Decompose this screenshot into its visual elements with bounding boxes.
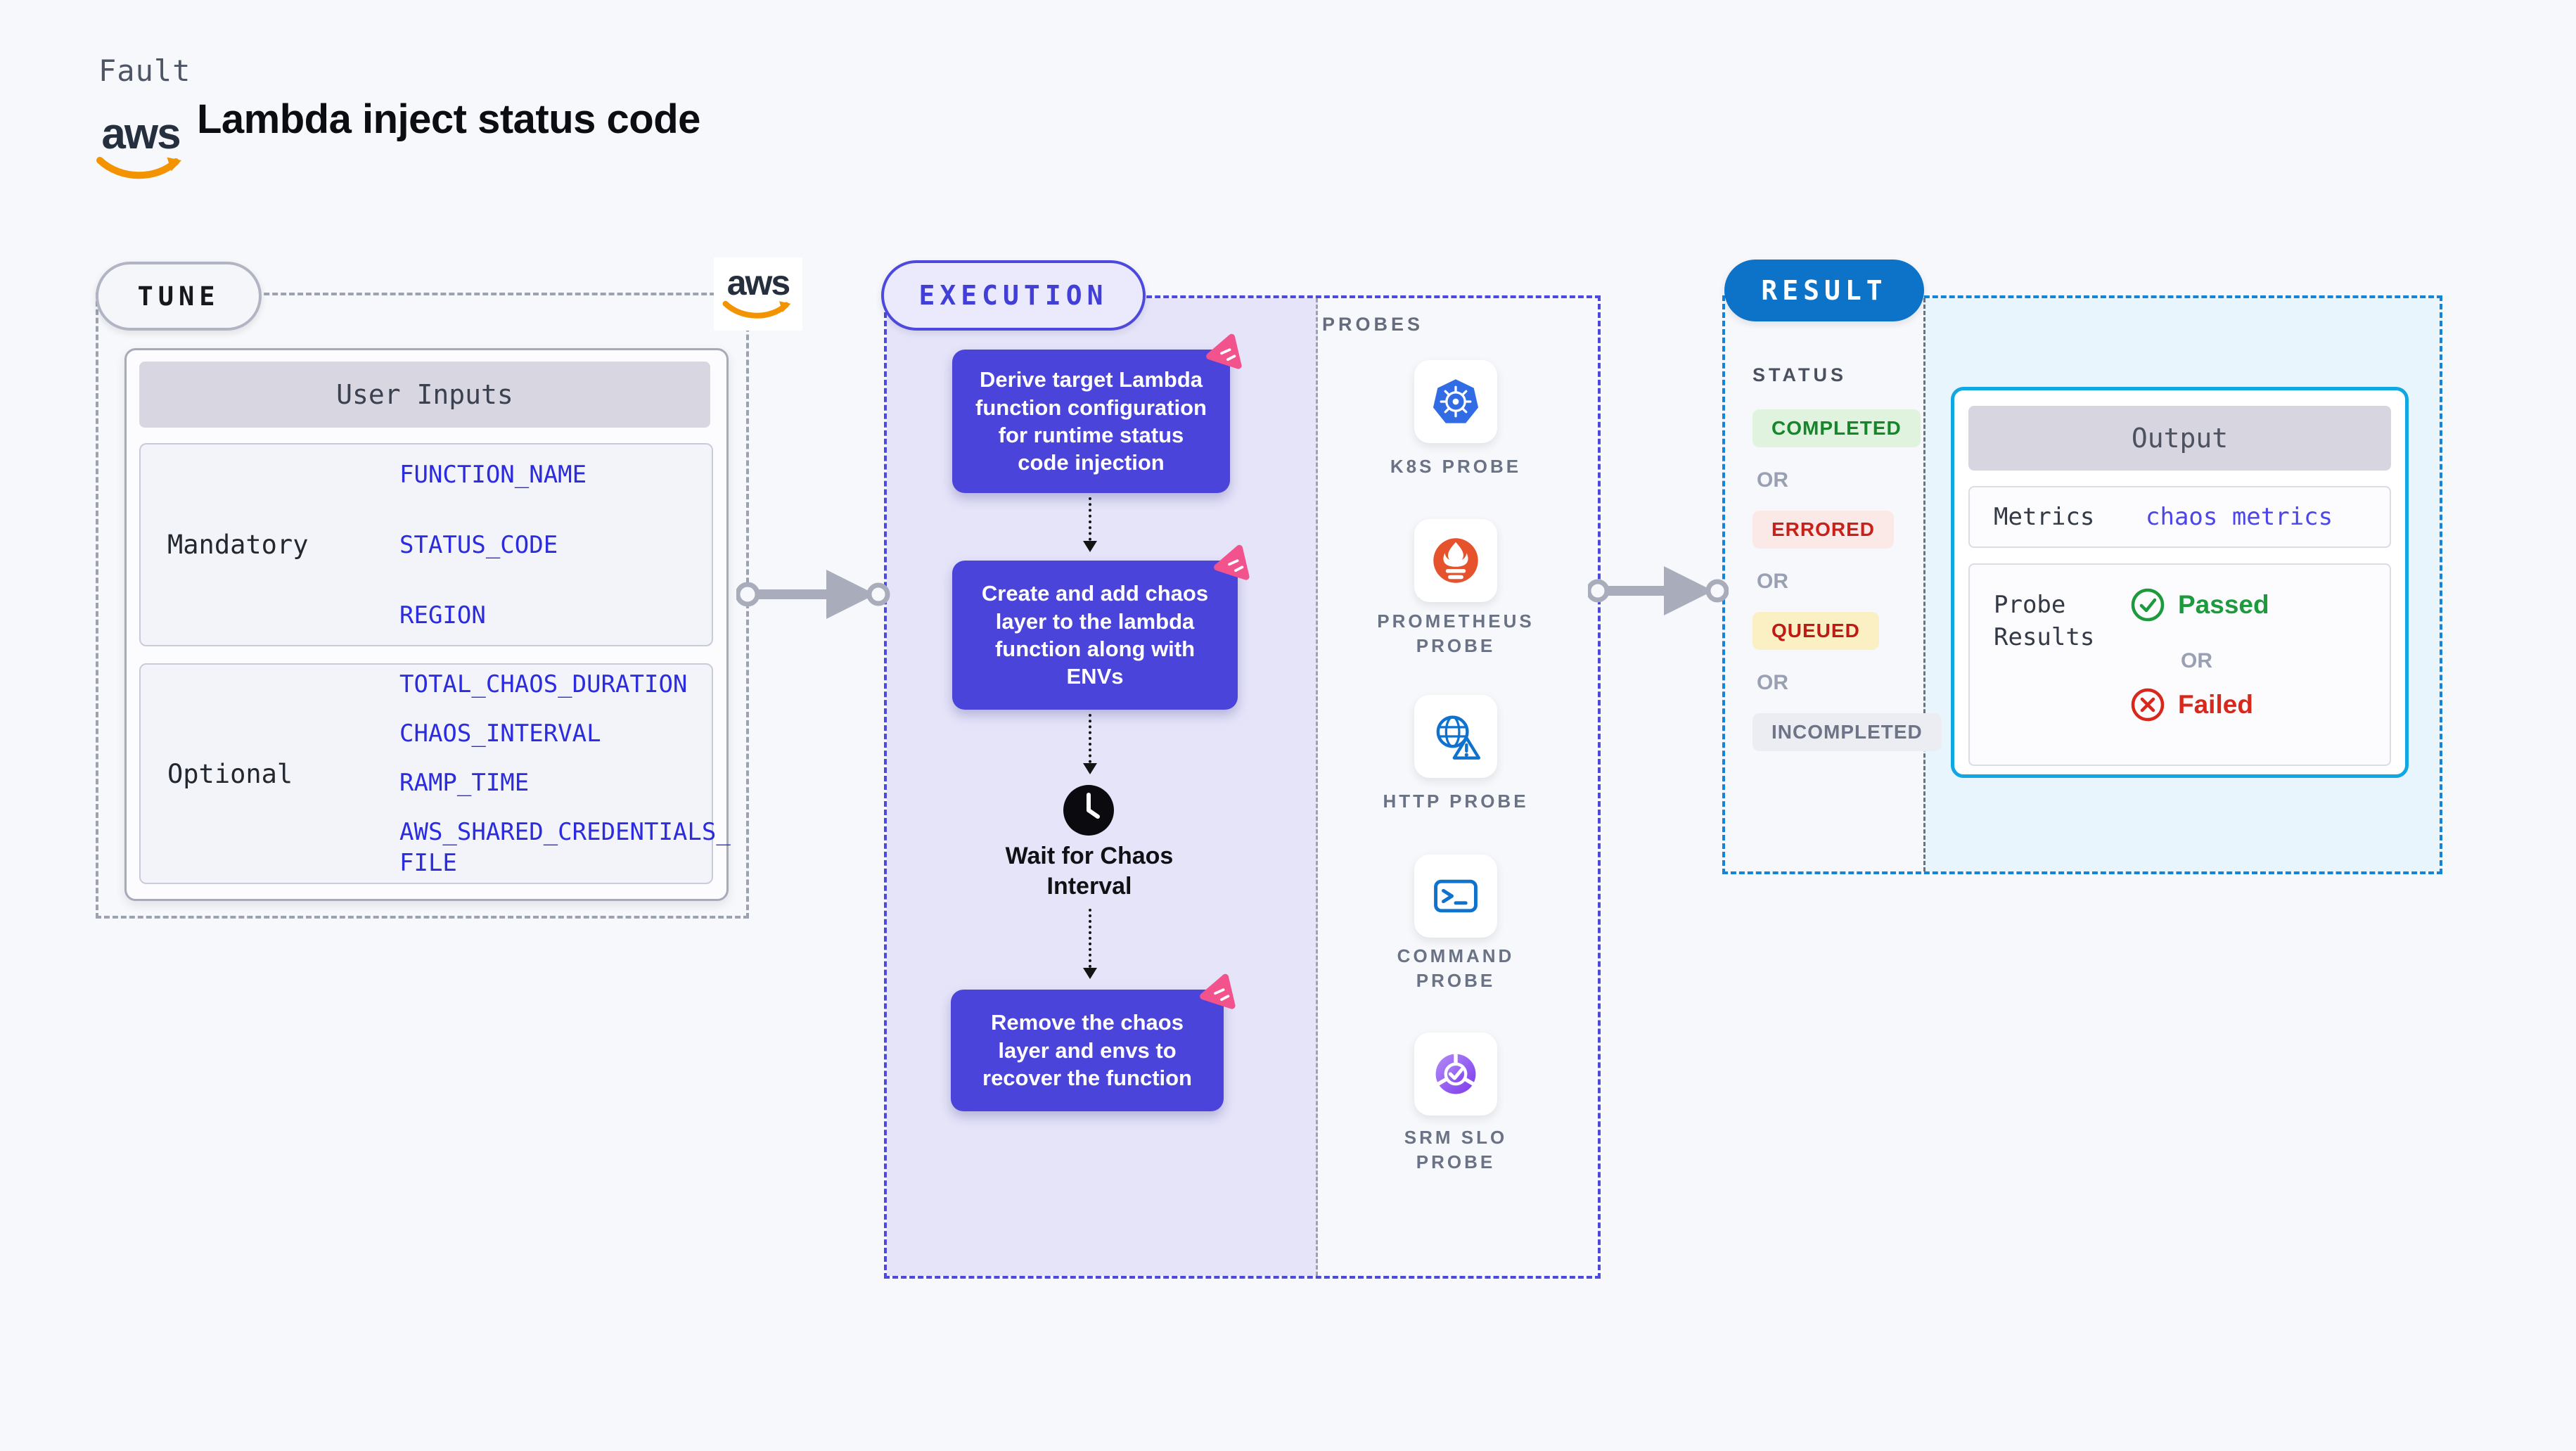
http-probe-card — [1414, 695, 1497, 778]
tune-section-label: TUNE — [96, 262, 262, 331]
output-title: Output — [1968, 406, 2391, 471]
chaos-icon — [1206, 333, 1242, 369]
or-separator: OR — [2181, 649, 2212, 672]
output-card: Output Metrics chaos metrics Probe Resul… — [1951, 387, 2409, 778]
check-circle-icon — [2131, 588, 2165, 622]
execution-step-derive-config: Derive target Lambda function configurat… — [952, 333, 1242, 493]
metrics-label: Metrics — [1994, 503, 2095, 531]
mandatory-inputs-row: Mandatory FUNCTION_NAME STATUS_CODE REGI… — [139, 443, 713, 646]
probes-title: PROBES — [1322, 314, 1424, 335]
or-separator: OR — [1757, 468, 1788, 492]
optional-label: Optional — [167, 758, 293, 789]
input-variable: CHAOS_INTERVAL — [399, 720, 601, 748]
failed-result: Failed — [2130, 687, 2253, 722]
aws-wordmark: aws — [726, 263, 791, 302]
execution-step-add-chaos-layer: Create and add chaos layer to the lambda… — [952, 544, 1250, 710]
k8s-probe-card — [1414, 360, 1497, 443]
input-variable: TOTAL_CHAOS_DURATION — [399, 670, 688, 698]
probe-label: COMMAND PROBE — [1397, 945, 1515, 991]
wait-clock-icon — [1063, 785, 1114, 836]
tune-aws-badge: aws — [714, 257, 802, 331]
status-badge-queued: QUEUED — [1752, 612, 1879, 650]
aws-swoosh-icon — [96, 157, 182, 179]
flow-connector-arrow — [1083, 497, 1097, 552]
flow-connector-arrow — [1083, 714, 1097, 774]
step-text: Create and add chaos layer to the lambda… — [981, 581, 1209, 689]
probe-results-label: Probe Results — [1994, 591, 2095, 651]
page-title: Lambda inject status code — [197, 96, 700, 142]
passed-result: Passed — [2130, 587, 2269, 622]
terminal-icon — [1434, 879, 1478, 913]
step-text: Remove the chaos layer and envs to recov… — [982, 1010, 1192, 1091]
http-globe-icon — [1436, 715, 1480, 760]
flow-connector-arrow — [1083, 909, 1097, 979]
probe-results-row: Probe Results Passed OR Failed — [1968, 563, 2391, 766]
srm-slo-probe-card — [1414, 1033, 1497, 1116]
failed-label: Failed — [2178, 690, 2253, 719]
command-probe-card — [1414, 855, 1497, 938]
aws-swoosh-icon — [722, 300, 791, 319]
execution-step-remove-chaos-layer: Remove the chaos layer and envs to recov… — [951, 973, 1236, 1111]
tune-to-execution-arrow — [736, 570, 890, 619]
mandatory-values: FUNCTION_NAME STATUS_CODE REGION — [399, 445, 587, 645]
aws-wordmark: aws — [101, 110, 181, 158]
optional-inputs-row: Optional TOTAL_CHAOS_DURATION CHAOS_INTE… — [139, 663, 731, 884]
input-variable: RAMP_TIME — [399, 769, 530, 797]
status-badge-incompleted: INCOMPLETED — [1752, 713, 1942, 751]
probe-label: PROMETHEUS PROBE — [1377, 611, 1534, 656]
prometheus-icon — [1433, 538, 1478, 583]
metrics-value-link: chaos metrics — [2146, 503, 2333, 531]
metrics-row: Metrics chaos metrics — [1968, 486, 2391, 548]
fault-eyebrow-label: Fault — [98, 53, 191, 88]
result-section-label: RESULT — [1724, 260, 1924, 321]
x-circle-icon — [2131, 688, 2165, 722]
passed-label: Passed — [2178, 590, 2269, 619]
prometheus-probe-card — [1414, 519, 1497, 602]
mandatory-label: Mandatory — [167, 530, 309, 560]
execution-section-label: EXECUTION — [881, 260, 1146, 331]
probe-label: SRM SLO PROBE — [1404, 1127, 1508, 1172]
input-variable: REGION — [399, 601, 486, 629]
optional-values: TOTAL_CHAOS_DURATION CHAOS_INTERVAL RAMP… — [399, 665, 736, 883]
input-variable: AWS_SHARED_CREDENTIALS_FILE — [399, 818, 731, 877]
status-badge-errored: ERRORED — [1752, 511, 1895, 549]
probe-label: K8S PROBE — [1390, 456, 1522, 477]
chaos-icon — [1214, 544, 1250, 580]
step-text: Derive target Lambda function configurat… — [975, 367, 1207, 475]
execution-to-result-arrow — [1588, 566, 1729, 615]
chaos-icon — [1200, 973, 1236, 1009]
input-variable: STATUS_CODE — [399, 530, 558, 559]
wait-for-chaos-interval-label: Wait for Chaos Interval — [1005, 843, 1174, 900]
or-separator: OR — [1757, 570, 1788, 593]
aws-logo: aws — [96, 113, 186, 184]
probe-label: HTTP PROBE — [1383, 791, 1529, 812]
srm-slo-icon — [1435, 1054, 1476, 1094]
status-badge-completed: COMPLETED — [1752, 409, 1921, 447]
kubernetes-icon — [1433, 379, 1479, 423]
input-variable: FUNCTION_NAME — [399, 460, 587, 489]
or-separator: OR — [1757, 671, 1788, 694]
status-title: STATUS — [1752, 364, 1847, 385]
user-inputs-title: User Inputs — [139, 362, 710, 428]
